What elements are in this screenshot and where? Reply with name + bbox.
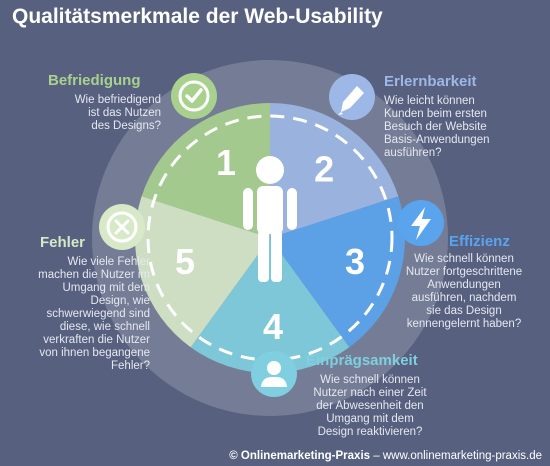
description-line: sie das Design [426, 305, 502, 317]
description-line: Wie schnell können [320, 374, 420, 386]
wedge-group [134, 103, 406, 373]
category-description-effizienz: Wie schnell können Nutzer fortgeschritte… [394, 253, 534, 331]
description-line: Umgang mit dem [62, 282, 150, 294]
description-line: Basis-Anwendungen [384, 134, 490, 146]
description-line: verkraften die Nutzer [43, 334, 150, 346]
description-line: von ihnen begangene [39, 347, 150, 359]
wedge-number-3: 3 [345, 241, 365, 282]
category-title-einpraegsamkeit: Einprägsamkeit [306, 352, 418, 369]
page-title: Qualitätsmerkmale der Web-Usability [12, 5, 383, 28]
lightning-icon [398, 200, 444, 246]
description-line: Wie viele Fehler [67, 256, 150, 268]
description-line: kennengelernt haben? [406, 318, 522, 330]
category-title-effizienz: Effizienz [449, 233, 510, 250]
description-line: Anwendungen [427, 279, 501, 291]
person-figure-icon [243, 156, 297, 282]
description-line: ausführen? [384, 147, 442, 159]
wedge-number-4: 4 [263, 306, 283, 347]
description-line: Wie schnell können [414, 253, 514, 265]
description-line: Nutzer fortgeschrittene [405, 266, 523, 278]
category-title-befriedigung: Befriedigung [48, 72, 141, 89]
description-line: Fehler? [111, 360, 150, 372]
footer-credit: © Onlinemarketing-Praxis – www.onlinemar… [0, 450, 542, 462]
number-group: 1 2 3 4 5 [175, 142, 365, 347]
footer-copyright: © Onlinemarketing-Praxis [229, 450, 371, 462]
footer-url[interactable]: www.onlinemarketing-praxis.de [382, 450, 542, 462]
category-description-befriedigung: Wie befriedigend ist das Nutzen des Desi… [75, 94, 161, 133]
footer-separator: – [370, 450, 383, 462]
category-title-erlernbarkeit: Erlernbarkeit [384, 73, 477, 90]
cross-icon [99, 204, 145, 250]
pencil-icon [329, 74, 375, 120]
category-description-erlernbarkeit: Wie leicht können Kunden beim ersten Bes… [384, 95, 490, 160]
description-line: machen die Nutzer im [38, 269, 150, 281]
description-line: Wie befriedigend [74, 94, 161, 106]
wedge-einprägsamkeit [190, 238, 350, 373]
description-line: Umgang mit dem [326, 413, 414, 425]
wedge-number-5: 5 [175, 241, 195, 282]
description-line: der Abwesenheit den [316, 400, 424, 412]
wedge-erlernbarkeit [270, 103, 399, 238]
category-description-fehler: Wie viele Fehler machen die Nutzer im Um… [38, 256, 150, 373]
description-line: schwerwiegend sind [46, 308, 150, 320]
description-line: ist das Nutzen [88, 107, 161, 119]
description-line: Design reaktivieren? [317, 426, 423, 438]
description-line: Design, wie [90, 295, 150, 307]
description-line: Nutzer nach einer Zeit [313, 387, 427, 399]
description-line: Besuch der Website [384, 121, 487, 133]
wedge-fehler [134, 196, 270, 348]
description-line: Wie leicht können [384, 95, 475, 107]
category-description-einpraegsamkeit: Wie schnell können Nutzer nach einer Zei… [300, 374, 440, 439]
wedge-number-1: 1 [216, 142, 236, 183]
description-line: diese, wie schnell [59, 321, 150, 333]
description-line: Kunden beim ersten [384, 108, 487, 120]
category-title-fehler: Fehler [40, 234, 86, 251]
wedge-number-2: 2 [314, 149, 334, 190]
checkmark-icon [171, 73, 217, 119]
person-icon [251, 351, 297, 397]
wedge-befriedigung [141, 103, 270, 238]
description-line: ausführen, nachdem [411, 292, 517, 304]
wedge-effizienz [270, 196, 406, 348]
description-line: des Designs? [91, 120, 161, 132]
